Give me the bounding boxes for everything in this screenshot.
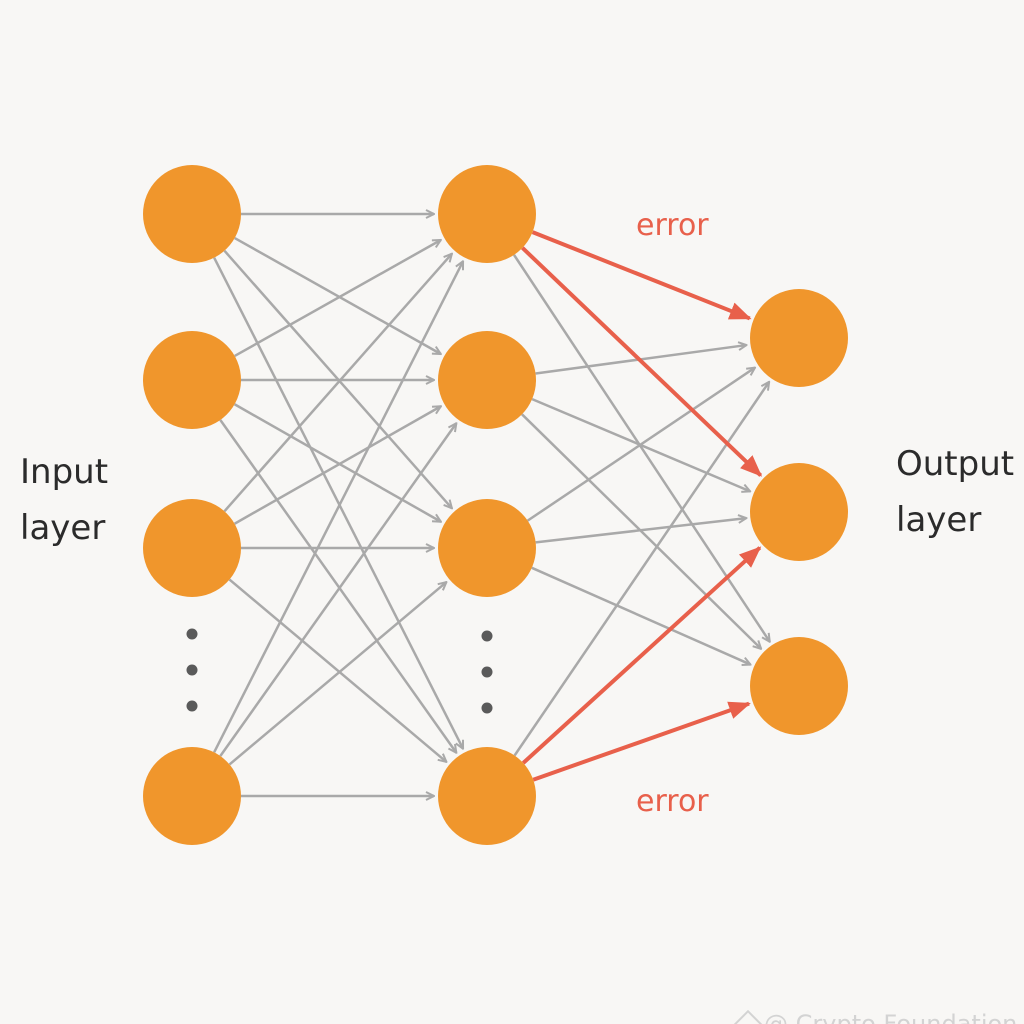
watermark-logo-icon [733, 1009, 763, 1024]
output-label-line2: layer [896, 500, 982, 540]
input-label-line2: layer [20, 508, 106, 548]
input-label-line1: Input [20, 452, 109, 492]
watermark-text: @ Crypto Foundation [764, 1010, 1018, 1024]
edge-input-3-hidden-0 [213, 261, 465, 753]
edge-hidden-2-output-1 [535, 518, 747, 544]
edge-input-3-hidden-1 [219, 423, 456, 757]
error-edge-hidden-0-output-0 [531, 230, 752, 321]
input-node-3 [143, 747, 241, 845]
error-edge-hidden-3-output-2 [532, 701, 751, 782]
edge-input-0-hidden-1 [234, 236, 441, 354]
error-label-top: error [636, 208, 709, 243]
edge-input-3-hidden-2 [228, 582, 447, 766]
hidden-ellipsis-dot-0 [481, 630, 493, 642]
edge-input-1-hidden-3 [219, 419, 456, 753]
output-node-1 [750, 463, 848, 561]
edge-input-0-hidden-3 [213, 257, 465, 749]
input-ellipsis-dot-1 [186, 664, 198, 676]
input-ellipsis-dot-2 [186, 700, 198, 712]
edge-input-2-hidden-1 [233, 406, 441, 525]
edge-input-2-hidden-3 [228, 578, 447, 762]
output-label-line1: Output [896, 444, 1015, 484]
input-layer-label: Input layer [20, 444, 108, 556]
error-edge-hidden-3-output-1 [521, 546, 762, 765]
hidden-node-1 [438, 331, 536, 429]
edge-input-2-hidden-0 [223, 254, 451, 513]
output-layer-label: Output layer [896, 436, 1014, 548]
edge-hidden-2-output-2 [531, 566, 751, 665]
hidden-node-3 [438, 747, 536, 845]
input-node-0 [143, 165, 241, 263]
input-ellipsis-dot-0 [186, 628, 198, 640]
error-label-bottom: error [636, 784, 709, 819]
ellipsis-layer [186, 628, 493, 714]
edge-input-1-hidden-0 [234, 240, 441, 358]
error-edge-hidden-0-output-1 [521, 246, 763, 477]
watermark: @ Crypto Foundation [733, 1009, 1018, 1024]
hidden-ellipsis-dot-2 [481, 702, 493, 714]
edge-hidden-1-output-2 [521, 413, 761, 649]
output-node-2 [750, 637, 848, 735]
hidden-ellipsis-dot-1 [481, 666, 493, 678]
input-node-1 [143, 331, 241, 429]
error-edges-layer [521, 230, 763, 782]
edge-input-1-hidden-2 [233, 403, 441, 522]
hidden-node-2 [438, 499, 536, 597]
edge-hidden-3-output-0 [513, 382, 770, 757]
output-node-0 [750, 289, 848, 387]
nodes-layer [143, 165, 848, 845]
input-node-2 [143, 499, 241, 597]
edge-hidden-2-output-0 [526, 368, 755, 522]
hidden-node-0 [438, 165, 536, 263]
